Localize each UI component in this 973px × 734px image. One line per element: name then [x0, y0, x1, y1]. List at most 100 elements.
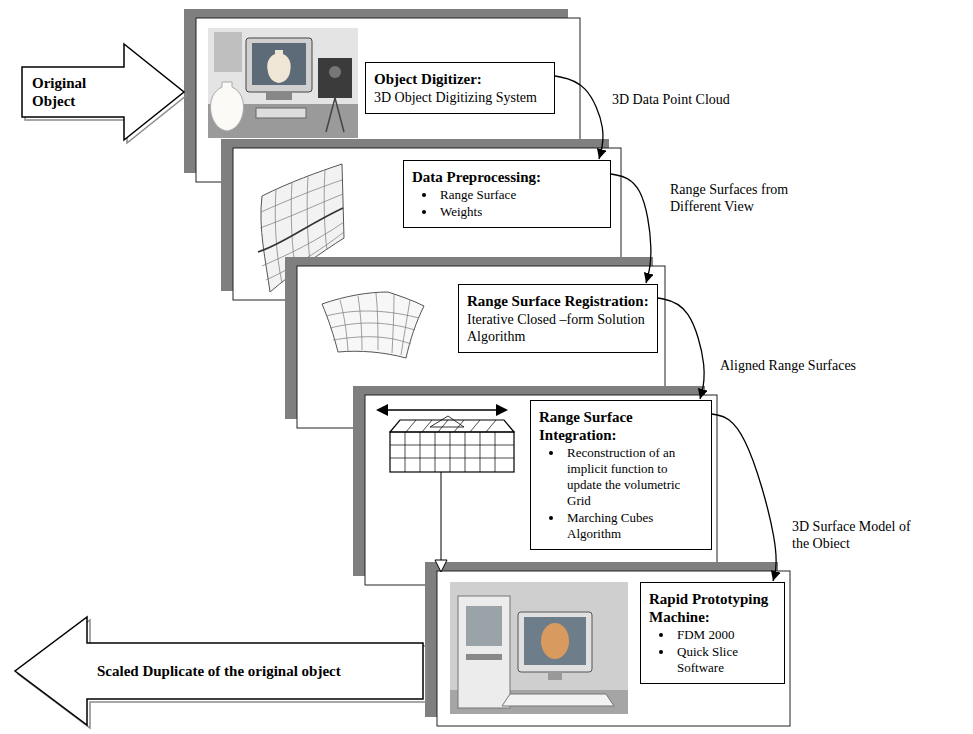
registered-mesh	[322, 292, 424, 358]
volumetric-grid	[430, 416, 464, 427]
prototyping-machine-photo	[450, 582, 628, 714]
prototyping-machine-photo	[466, 654, 502, 660]
text-row: Range Surface Integration:	[539, 408, 703, 444]
registered-mesh	[333, 337, 411, 344]
volumetric-grid	[390, 445, 514, 458]
volumetric-grid	[390, 432, 514, 472]
digitizer-photo	[267, 50, 290, 83]
prototyping-machine-photo	[518, 612, 592, 672]
bullet-text: Range Surface	[440, 187, 516, 203]
block-arrow: Scaled Duplicate of the original object	[15, 615, 423, 727]
bullet-text: FDM 2000	[677, 627, 734, 643]
box-heading: Object Digitizer:	[374, 70, 546, 88]
text-row: Object Digitizer:	[374, 70, 546, 88]
registered-mesh	[358, 296, 362, 350]
prototyping-machine-photo	[548, 672, 562, 680]
text-row: Rapid Prototyping Machine:	[649, 590, 776, 626]
block-arrow-outline	[22, 44, 184, 140]
range-surface-mesh	[261, 180, 342, 212]
process-box: Range Surface Registration:Iterative Clo…	[458, 284, 658, 353]
volumetric-grid	[390, 420, 514, 432]
text-row: 3D Object Digitizing System	[374, 89, 546, 106]
text-row: Iterative Closed –form Solution Algorith…	[467, 311, 649, 345]
prototyping-machine-photo	[466, 606, 502, 646]
registered-mesh	[392, 294, 394, 353]
digitizer-photo	[329, 66, 341, 78]
card-frame	[353, 386, 717, 585]
box-heading: Range Surface Registration:	[467, 292, 649, 310]
range-surface-mesh	[324, 170, 327, 250]
box-text: 3D Object Digitizing System	[374, 89, 546, 106]
box-heading: Range Surface Integration:	[539, 408, 703, 444]
text-row: Quick Slice Software	[649, 644, 776, 676]
bullet-text: Reconstruction of an implicit function t…	[567, 445, 703, 509]
registered-mesh	[330, 323, 415, 330]
flow-arrow	[658, 298, 704, 399]
digitizer-photo	[214, 32, 242, 72]
edge-label-holder: 3D Data Point Cloud	[610, 90, 785, 108]
digitizer-photo	[318, 58, 352, 98]
card-frame	[365, 395, 717, 585]
text-row: Scaled Duplicate of the original object	[97, 662, 413, 680]
grid-to-machine-leader	[435, 560, 447, 572]
box-heading: Data Preprocessing:	[412, 168, 602, 186]
registered-mesh	[322, 292, 424, 358]
registered-mesh	[326, 311, 419, 318]
edge-label-holder: Aligned Range Surfaces	[718, 356, 908, 374]
digitizer-photo	[208, 28, 358, 138]
edge-label: Range Surfaces from Different View	[668, 181, 818, 215]
block-arrow-outline	[15, 617, 423, 725]
text-row: Weights	[412, 204, 602, 220]
block-arrow: Original Object	[22, 42, 184, 142]
edge-label-holder: Range Surfaces from Different View	[668, 181, 818, 215]
process-box: Object Digitizer:3D Object Digitizing Sy…	[365, 62, 555, 114]
arrow-text-area: Original Object	[32, 67, 114, 117]
digitizer-photo	[252, 43, 306, 85]
digitizer-photo	[210, 82, 243, 131]
text-row: Marching Cubes Algorithm	[539, 510, 703, 542]
volumetric-grid	[376, 404, 388, 416]
prototyping-machine-photo	[541, 623, 569, 659]
flow-arrow	[712, 414, 776, 581]
prototyping-machine-photo	[458, 596, 510, 708]
bullet-dot	[659, 650, 663, 654]
edge-label: Aligned Range Surfaces	[718, 357, 858, 374]
volumetric-grid	[376, 404, 514, 472]
bullet-text: Quick Slice Software	[677, 644, 776, 676]
edge-label: 3D Surface Model of the Obiect	[790, 518, 930, 552]
process-box: Rapid Prototyping Machine:FDM 2000Quick …	[640, 582, 785, 684]
prototyping-machine-photo	[524, 617, 586, 665]
process-box: Range Surface Integration:Reconstruction…	[530, 400, 712, 550]
arrow-text: Original Object	[32, 74, 114, 110]
text-row: Original Object	[32, 74, 114, 110]
bullet-dot	[422, 193, 426, 197]
prototyping-machine-photo	[502, 694, 614, 706]
arrow-text-area: Scaled Duplicate of the original object	[97, 643, 413, 699]
edge-label-holder: 3D Surface Model of the Obiect	[790, 518, 930, 552]
arrow-text: Scaled Duplicate of the original object	[97, 662, 413, 680]
digitizer-photo	[208, 28, 358, 138]
range-surface-mesh	[307, 177, 310, 262]
registered-mesh	[376, 293, 378, 350]
grid-to-machine-leader	[435, 472, 447, 572]
bullet-dot	[549, 516, 553, 520]
range-surface-mesh	[258, 208, 343, 252]
flow-arrow	[555, 76, 603, 159]
range-surface-mesh	[260, 194, 343, 228]
bullet-text: Weights	[440, 204, 482, 220]
flow-arrow	[611, 174, 651, 283]
bullet-text: Marching Cubes Algorithm	[567, 510, 703, 542]
edge-label: 3D Data Point Cloud	[610, 91, 732, 108]
text-row: Range Surface	[412, 187, 602, 203]
bullet-dot	[422, 210, 426, 214]
digitizer-photo	[266, 92, 292, 100]
range-surface-mesh	[275, 189, 282, 283]
volumetric-grid	[405, 432, 495, 472]
digitizer-photo	[326, 98, 335, 132]
card-frame	[425, 562, 790, 726]
process-box: Data Preprocessing:Range SurfaceWeights	[403, 160, 611, 228]
digitizer-photo	[246, 38, 312, 92]
box-text: Iterative Closed –form Solution Algorith…	[467, 311, 649, 345]
